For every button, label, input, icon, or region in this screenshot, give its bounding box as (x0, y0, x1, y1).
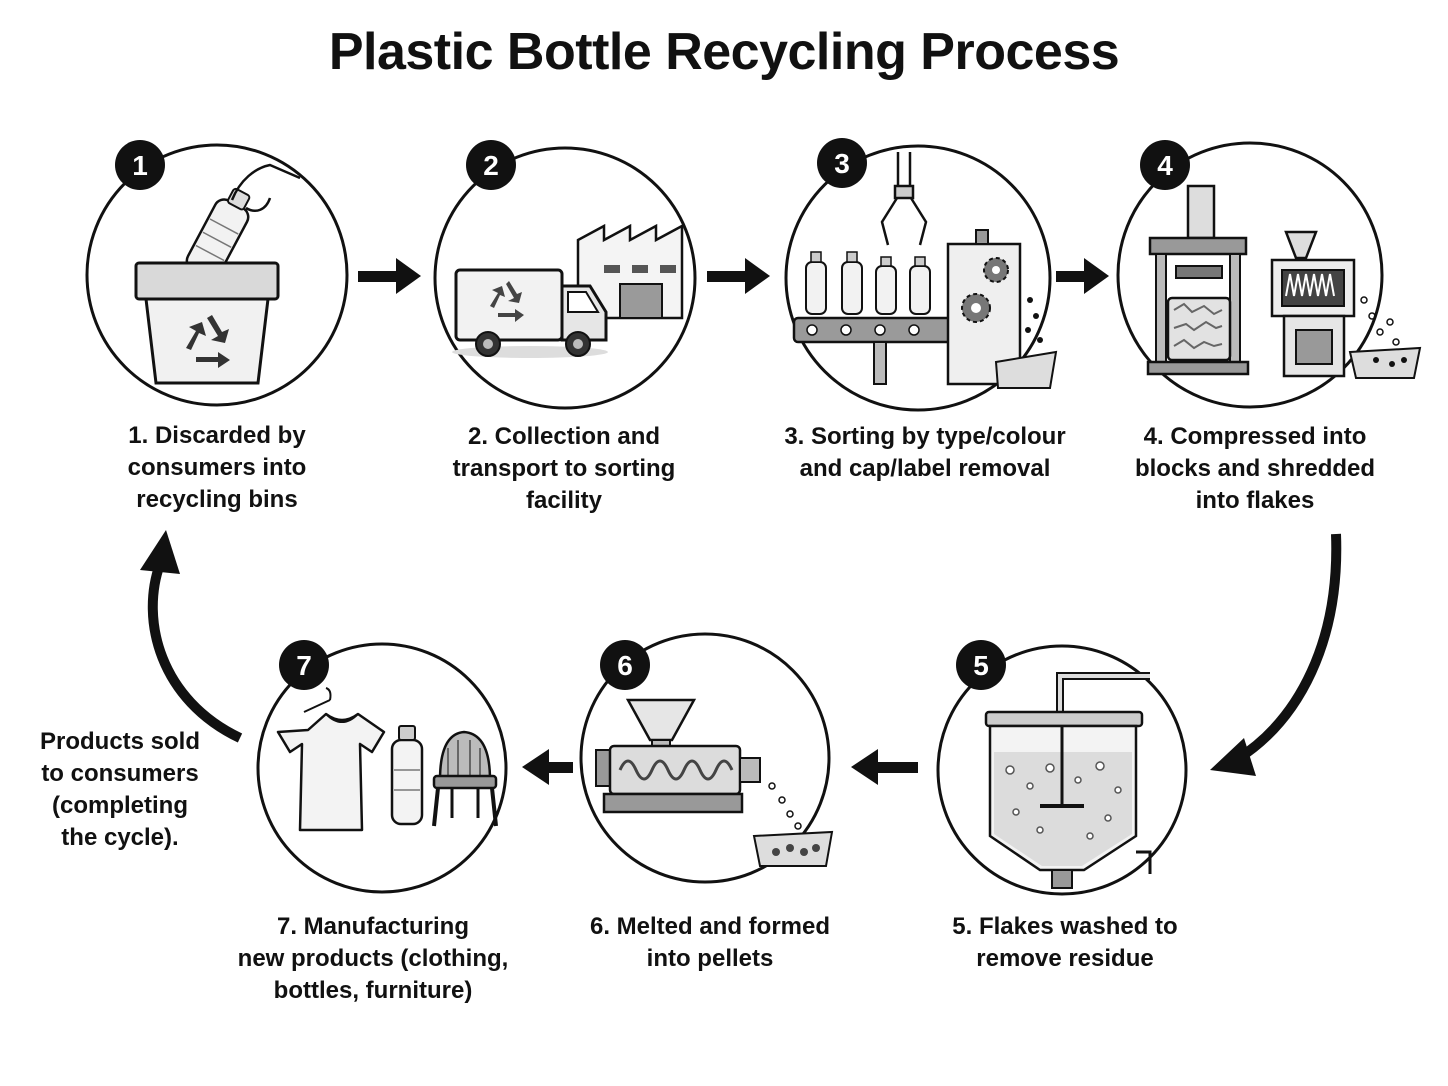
step-6-illustration (579, 632, 834, 884)
hydraulic-press-icon (1146, 184, 1250, 376)
robotic-claw-icon (880, 152, 928, 246)
shredder-icon (1270, 230, 1422, 379)
arrow-3-to-4 (1056, 258, 1109, 294)
step-3-caption: 3. Sorting by type/colour and cap/label … (784, 423, 1066, 482)
step-1-badge: 1 (115, 140, 165, 190)
gear-icon (961, 293, 991, 323)
curved-arrow-7-to-1 (140, 530, 243, 743)
recycling-bin-icon (134, 261, 280, 385)
step-3-illustration (784, 144, 1058, 412)
bottle-row-icon (805, 251, 931, 315)
step-badges: 1 2 3 4 5 6 7 (115, 138, 1190, 690)
step-4-illustration (1116, 141, 1422, 409)
flow-arrows (358, 258, 1109, 785)
t-shirt-icon (276, 687, 386, 832)
recycle-symbol-icon (186, 315, 230, 368)
factory-icon (576, 223, 684, 320)
step-5-illustration (936, 644, 1188, 896)
step-4-caption: 4. Compressed into blocks and shredded i… (1134, 423, 1376, 514)
svg-text:3: 3 (834, 148, 850, 179)
step-6-caption: 6. Melted and formed into pellets (589, 913, 831, 972)
extruder-pellets-icon (595, 698, 834, 867)
plastic-chair-icon (432, 730, 498, 827)
plastic-bottle-icon (390, 725, 424, 826)
recycle-symbol-icon (490, 281, 524, 322)
step-5-caption: 5. Flakes washed to remove residue (952, 913, 1178, 972)
washing-tank-icon (984, 672, 1152, 889)
step-2-illustration (433, 146, 697, 410)
arrow-2-to-3 (707, 258, 770, 294)
arrow-1-to-2 (358, 258, 421, 294)
svg-text:5: 5 (973, 650, 989, 681)
hand-icon (230, 163, 301, 212)
svg-text:7: 7 (296, 650, 312, 681)
sorting-machine-icon (946, 229, 1058, 389)
step-7-illustration (256, 642, 508, 894)
step-1-illustration (85, 143, 349, 407)
step-7-badge: 7 (279, 640, 329, 690)
step-6-badge: 6 (600, 640, 650, 690)
step-5-badge: 5 (956, 640, 1006, 690)
plastic-bottle-icon (185, 187, 251, 280)
cycle-note: Products sold to consumers (completing t… (39, 728, 201, 851)
step-7-caption: 7. Manufacturing new products (clothing,… (237, 913, 509, 1004)
diagram-title: Plastic Bottle Recycling Process (328, 23, 1120, 81)
arrow-5-to-6 (851, 749, 918, 785)
step-4-badge: 4 (1140, 140, 1190, 190)
step-3-badge: 3 (817, 138, 867, 188)
svg-text:4: 4 (1157, 150, 1173, 181)
recycling-truck-icon (452, 268, 608, 358)
svg-text:2: 2 (483, 150, 499, 181)
step-2-badge: 2 (466, 140, 516, 190)
svg-text:1: 1 (132, 150, 148, 181)
step-1-caption: 1. Discarded by consumers into recycling… (127, 422, 307, 513)
step-2-caption: 2. Collection and transport to sorting f… (452, 423, 676, 514)
gear-icon (983, 257, 1009, 283)
arrow-6-to-7 (522, 749, 573, 785)
svg-text:6: 6 (617, 650, 633, 681)
curved-arrow-4-to-5 (1210, 533, 1342, 776)
